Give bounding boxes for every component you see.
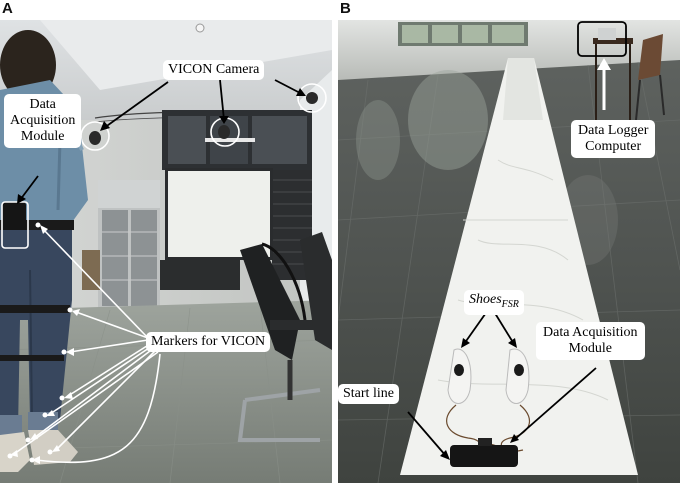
data-acquisition-module-label: Data Acquisition Module: [4, 94, 82, 148]
start-line-label: Start line: [338, 384, 399, 404]
shoes-fsr-label-main: Shoes: [469, 292, 502, 307]
markers-for-vicon-label: Markers for VICON: [146, 332, 271, 352]
data-acquisition-module-label-line-1: Data: [29, 97, 56, 112]
data-logger-computer-label-line-1: Data Logger: [578, 123, 649, 138]
data-acquisition-module-floor-label-line-1: Data Acquisition: [543, 325, 638, 340]
panel-letter-b: B: [340, 0, 351, 17]
data-logger-computer-label-line-2: Computer: [585, 139, 642, 154]
data-acquisition-module-floor-label-line-2: Module: [568, 341, 613, 356]
shoes-fsr-label-sub: FSR: [501, 298, 519, 310]
data-logger-computer-label: Data Logger Computer: [571, 120, 656, 158]
photo-panel-b: Data Logger Computer ShoesFSR Data Acqui…: [338, 20, 680, 483]
photo-panel-a: VICON Camera Data Acquisition Module Mar…: [0, 20, 332, 483]
panel-letter-a: A: [2, 0, 13, 17]
lab-scene-illustration: [0, 20, 332, 483]
walkway-scene-illustration: [338, 20, 680, 483]
data-acquisition-module-floor-label: Data Acquisition Module: [536, 322, 645, 360]
data-acquisition-module-label-line-2: Acquisition: [10, 113, 76, 128]
shoes-fsr-label: ShoesFSR: [464, 290, 524, 315]
vicon-camera-label: VICON Camera: [163, 60, 265, 80]
data-acquisition-module-label-line-3: Module: [20, 129, 65, 144]
